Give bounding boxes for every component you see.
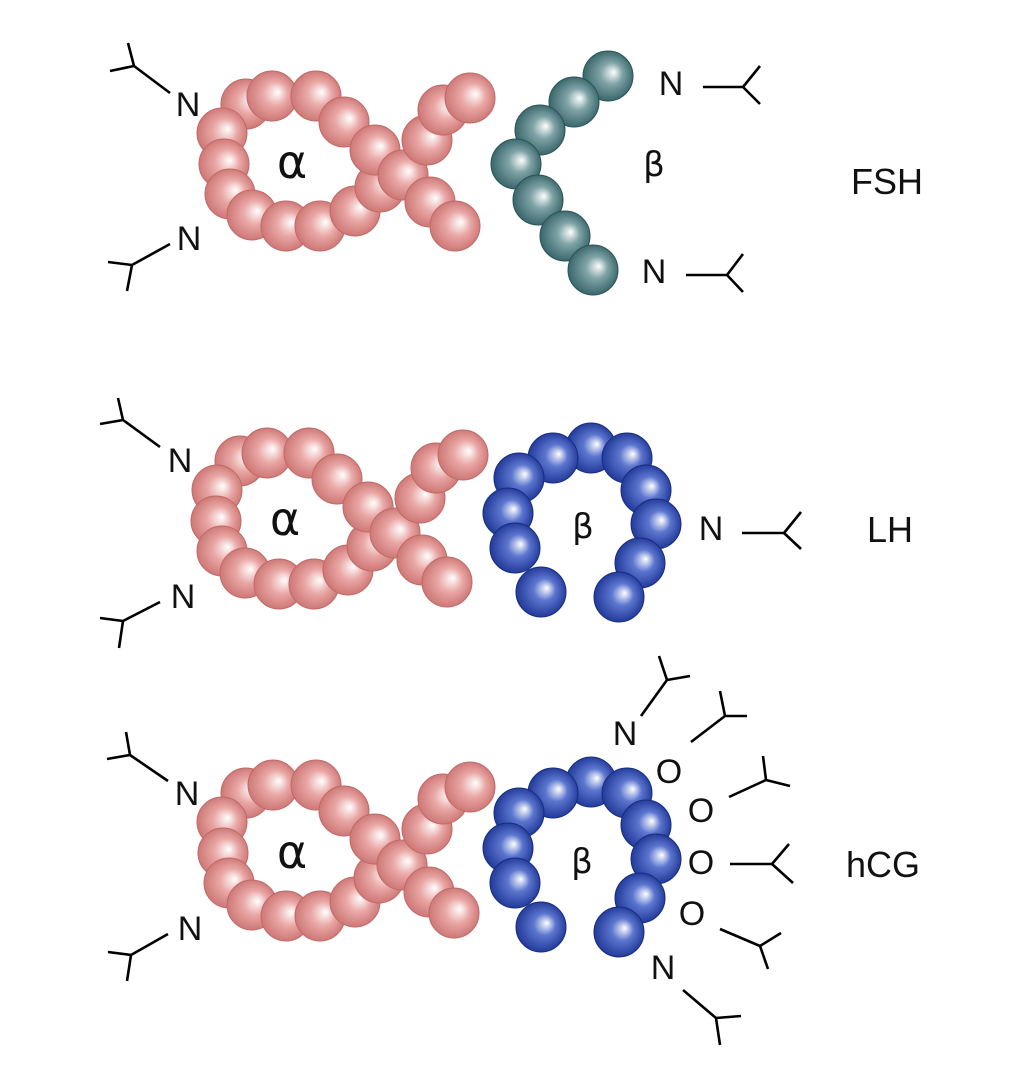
lh-alpha-label: α (270, 492, 300, 546)
glycan-branch-icon (682, 989, 742, 1046)
lh-alpha-glycan-bottom: N (99, 578, 196, 649)
glycan-n-label: N (178, 910, 203, 948)
hcg-alpha-glycan-bottom: N (107, 910, 203, 982)
glycan-branch-icon (639, 655, 691, 717)
glycan-n-label: N (177, 220, 202, 258)
hcg-beta-glycan-5: O (679, 895, 782, 970)
glycan-branch-icon (99, 600, 161, 649)
glycan-branch-icon (107, 932, 169, 982)
amino-acid-bead (489, 522, 541, 574)
amino-acid-bead (593, 906, 645, 958)
fsh-alpha-label: α (277, 135, 307, 189)
amino-acid-bead (593, 571, 645, 623)
amino-acid-bead (548, 76, 600, 128)
hcg-hormone-name: hCG (846, 844, 920, 885)
glycan-o-label: O (688, 792, 714, 830)
lh-beta-label: β (572, 507, 594, 547)
hcg-beta-glycan-4: O (688, 843, 794, 884)
fsh-hormone-name: FSH (851, 161, 923, 202)
glycan-branch-icon (719, 927, 782, 970)
glycan-o-label: O (679, 895, 705, 933)
hcg-beta-subunit: β (482, 756, 682, 958)
hcg-alpha-glycan-top: N (106, 731, 200, 813)
glycan-o-label: O (656, 753, 682, 791)
amino-acid-bead (489, 857, 541, 909)
lh-hormone-name: LH (867, 509, 913, 550)
glycan-branch-icon (730, 843, 794, 884)
hcg-alpha-subunit: α (196, 759, 496, 942)
amino-acid-bead (515, 566, 567, 618)
glycan-n-label: N (175, 775, 200, 813)
amino-acid-bead (539, 210, 591, 262)
fsh-beta-glycan-bottom: N (642, 253, 745, 293)
glycan-n-label: N (168, 442, 193, 480)
glycan-branch-icon (703, 65, 762, 105)
fsh-alpha-subunit: α (196, 70, 496, 252)
amino-acid-bead (444, 761, 496, 813)
glycan-branch-icon (109, 42, 171, 95)
glycan-n-label: N (642, 253, 667, 291)
fsh-beta-glycan-top: N (659, 65, 762, 105)
hormone-fsh: α β N N N N FSH (107, 42, 923, 296)
glycan-n-label: N (171, 578, 196, 616)
glycan-branch-icon (686, 253, 745, 293)
glycan-n-label: N (651, 949, 676, 987)
glycan-branch-icon (106, 731, 169, 783)
lh-beta-glycan: N (699, 510, 803, 550)
amino-acid-bead (444, 72, 496, 124)
glycan-branch-icon (107, 242, 171, 292)
glycan-branch-icon (690, 690, 747, 744)
glycan-n-label: N (613, 715, 638, 753)
hcg-beta-glycan-1: N (613, 655, 691, 753)
amino-acid-bead (429, 200, 481, 252)
amino-acid-bead (246, 70, 298, 122)
fsh-alpha-glycan-bottom: N (107, 220, 202, 292)
amino-acid-bead (437, 429, 489, 481)
glycan-branch-icon (742, 511, 803, 550)
glycan-branch-icon (99, 397, 161, 449)
lh-alpha-glycan-top: N (99, 397, 193, 480)
glycan-n-label: N (176, 86, 201, 124)
fsh-beta-subunit: β (490, 50, 665, 296)
hcg-alpha-label: α (277, 825, 307, 879)
amino-acid-bead (428, 887, 480, 939)
hcg-beta-label: β (571, 842, 593, 882)
glycan-n-label: N (699, 510, 724, 548)
hormone-lh: α β N N N LH (99, 397, 913, 649)
lh-beta-subunit: β (482, 422, 682, 623)
hcg-beta-glycan-6: N (651, 949, 742, 1046)
hcg-beta-glycan-3: O (688, 755, 791, 830)
lh-alpha-subunit: α (190, 427, 489, 610)
glycan-n-label: N (659, 65, 684, 103)
amino-acid-bead (421, 556, 473, 608)
hormone-hcg: α β N N N O (106, 655, 920, 1046)
fsh-alpha-glycan-top: N (109, 42, 201, 124)
glycan-branch-icon (728, 755, 791, 799)
glycan-o-label: O (688, 844, 714, 882)
amino-acid-bead (567, 244, 619, 296)
amino-acid-bead (515, 901, 567, 953)
fsh-beta-label: β (643, 145, 665, 185)
amino-acid-bead (512, 174, 564, 226)
hcg-beta-glycan-2: O (656, 690, 747, 791)
